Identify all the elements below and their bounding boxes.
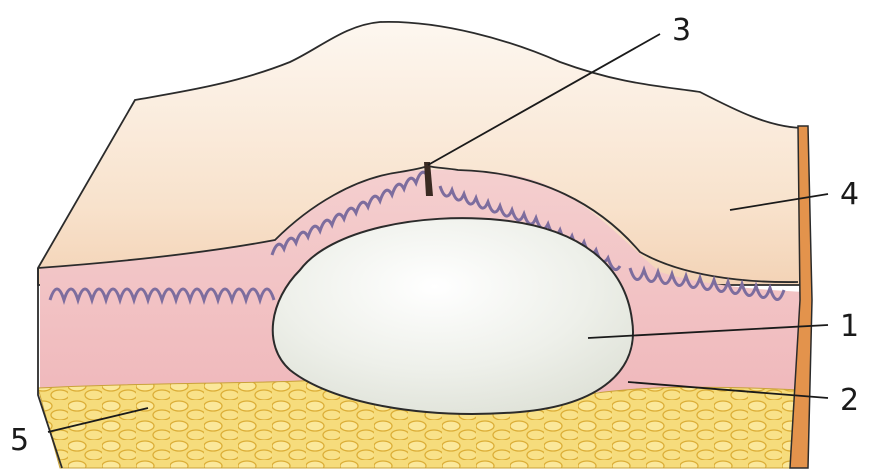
label-2: 2	[840, 383, 859, 418]
label-1: 1	[840, 309, 859, 344]
cyst-cavity	[273, 218, 633, 414]
label-3: 3	[672, 13, 691, 48]
label-4: 4	[840, 177, 859, 212]
label-5: 5	[10, 423, 29, 458]
